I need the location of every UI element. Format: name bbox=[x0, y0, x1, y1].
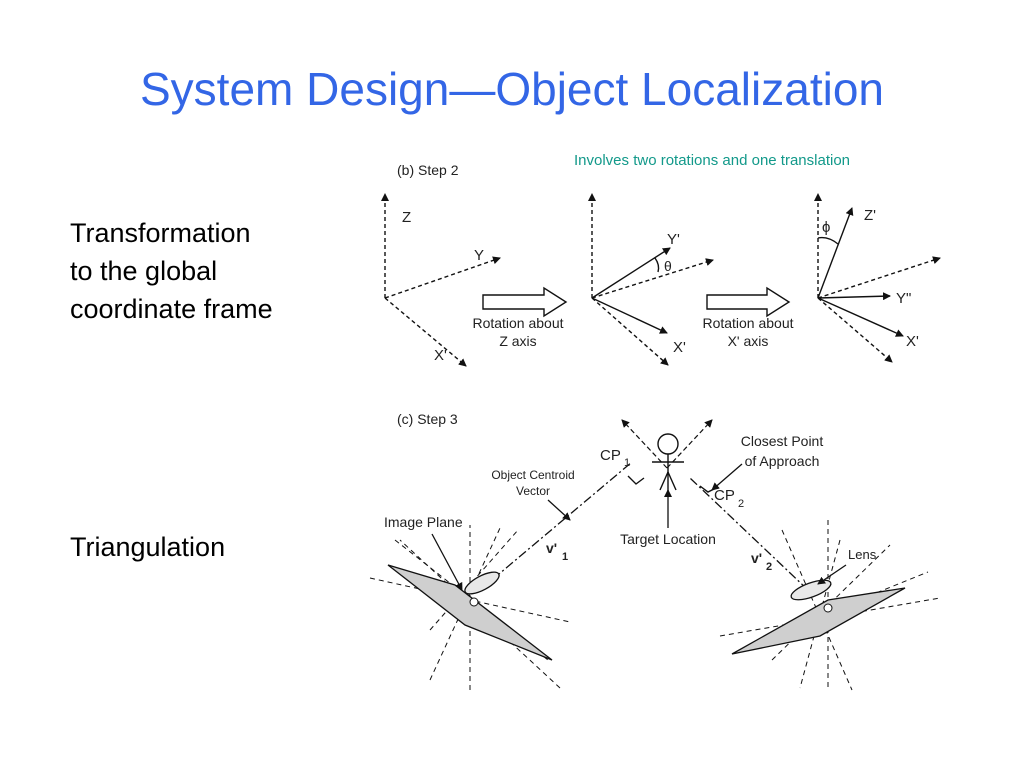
z-axis-label: Z bbox=[402, 209, 411, 226]
cp1-right-angle bbox=[627, 475, 645, 485]
rotation-z-line-2: Z axis bbox=[499, 333, 536, 349]
left-image-plane bbox=[387, 564, 553, 661]
transformation-label: Transformation to the global coordinate … bbox=[70, 214, 273, 328]
transformation-line-1: Transformation bbox=[70, 218, 251, 248]
target-rays bbox=[621, 419, 713, 469]
step2-label: (b) Step 2 bbox=[397, 162, 459, 178]
cp2-label: CP bbox=[714, 487, 735, 504]
frame-rotated-x bbox=[814, 193, 941, 363]
rotation-x-arrow bbox=[706, 286, 791, 318]
y-axis-label: Y bbox=[474, 247, 484, 264]
right-focal-point bbox=[823, 603, 833, 613]
theta-label: θ bbox=[664, 258, 672, 274]
v2-label: v' bbox=[751, 550, 762, 566]
lens-label: Lens bbox=[848, 547, 877, 562]
rotation-note: Involves two rotations and one translati… bbox=[574, 152, 850, 169]
left-focal-point bbox=[469, 597, 479, 607]
target-left-leg bbox=[659, 471, 669, 491]
target-figure bbox=[627, 433, 717, 494]
transformation-line-3: coordinate frame bbox=[70, 294, 273, 324]
cp1-subscript: 1 bbox=[624, 457, 630, 469]
phi-label: ϕ bbox=[822, 219, 830, 236]
x-axis-dashed-2 bbox=[591, 297, 669, 366]
x-prime-arrow bbox=[591, 297, 668, 334]
x-axis-arrow bbox=[384, 297, 467, 367]
image-plane-pointer bbox=[431, 533, 463, 591]
target-head bbox=[657, 433, 679, 455]
y-dprime-arrow bbox=[817, 292, 891, 301]
y-axis-arrow bbox=[384, 256, 501, 299]
closest-point-line-1: Closest Point bbox=[741, 433, 824, 449]
z-prime-arrow bbox=[817, 207, 854, 299]
frame-original bbox=[381, 193, 501, 367]
rotation-x-line-1: Rotation about bbox=[702, 315, 793, 331]
target-location-label: Target Location bbox=[620, 531, 716, 547]
z-prime-label: Z' bbox=[864, 207, 876, 224]
x-prime-label-3: X' bbox=[906, 333, 919, 350]
x-prime-arrow-3 bbox=[817, 297, 904, 337]
centroid-vectors bbox=[479, 461, 809, 591]
centroid-line-1: Object Centroid bbox=[491, 468, 574, 482]
y-axis-dashed-2 bbox=[591, 258, 714, 299]
slide-title: System Design—Object Localization bbox=[140, 63, 884, 115]
phi-arc bbox=[817, 236, 839, 245]
v1-subscript: 1 bbox=[562, 551, 568, 563]
closest-point-pointer bbox=[711, 463, 743, 491]
centroid-line-2: Vector bbox=[516, 484, 550, 498]
y-prime-arrow bbox=[591, 247, 671, 299]
target-ray-left bbox=[621, 419, 668, 469]
left-camera bbox=[369, 525, 571, 690]
target-right-leg bbox=[667, 471, 677, 491]
y-prime-label: Y' bbox=[667, 231, 680, 248]
image-plane-label: Image Plane bbox=[384, 514, 463, 530]
theta-arc bbox=[654, 257, 660, 273]
closest-point-line-2: of Approach bbox=[745, 453, 820, 469]
rotation-z-arrow bbox=[482, 286, 568, 318]
y-axis-dashed-3 bbox=[817, 256, 941, 299]
left-lens bbox=[464, 571, 500, 595]
transformation-line-2: to the global bbox=[70, 256, 218, 286]
x-axis-label: X' bbox=[434, 347, 447, 364]
vector-v2-line bbox=[689, 477, 809, 591]
cp2-subscript: 2 bbox=[738, 498, 744, 510]
v2-subscript: 2 bbox=[766, 561, 772, 573]
rotation-x-line-2: X' axis bbox=[728, 333, 769, 349]
centroid-pointer bbox=[547, 499, 571, 521]
rotation-z-line-1: Rotation about bbox=[472, 315, 563, 331]
y-dprime-label: Y" bbox=[896, 290, 911, 307]
x-axis-dashed-3 bbox=[817, 297, 893, 363]
step3-label: (c) Step 3 bbox=[397, 411, 458, 427]
right-camera bbox=[719, 520, 941, 691]
right-image-plane bbox=[731, 587, 906, 655]
v1-label: v' bbox=[546, 540, 557, 556]
vector-v1-line bbox=[479, 461, 633, 591]
x-prime-label: X' bbox=[673, 339, 686, 356]
target-ray-right bbox=[666, 419, 713, 469]
frame-rotated-z bbox=[588, 193, 714, 366]
lens-pointer bbox=[817, 564, 847, 585]
cp1-label: CP bbox=[600, 447, 621, 464]
right-lens bbox=[790, 579, 832, 601]
triangulation-label: Triangulation bbox=[70, 532, 226, 562]
